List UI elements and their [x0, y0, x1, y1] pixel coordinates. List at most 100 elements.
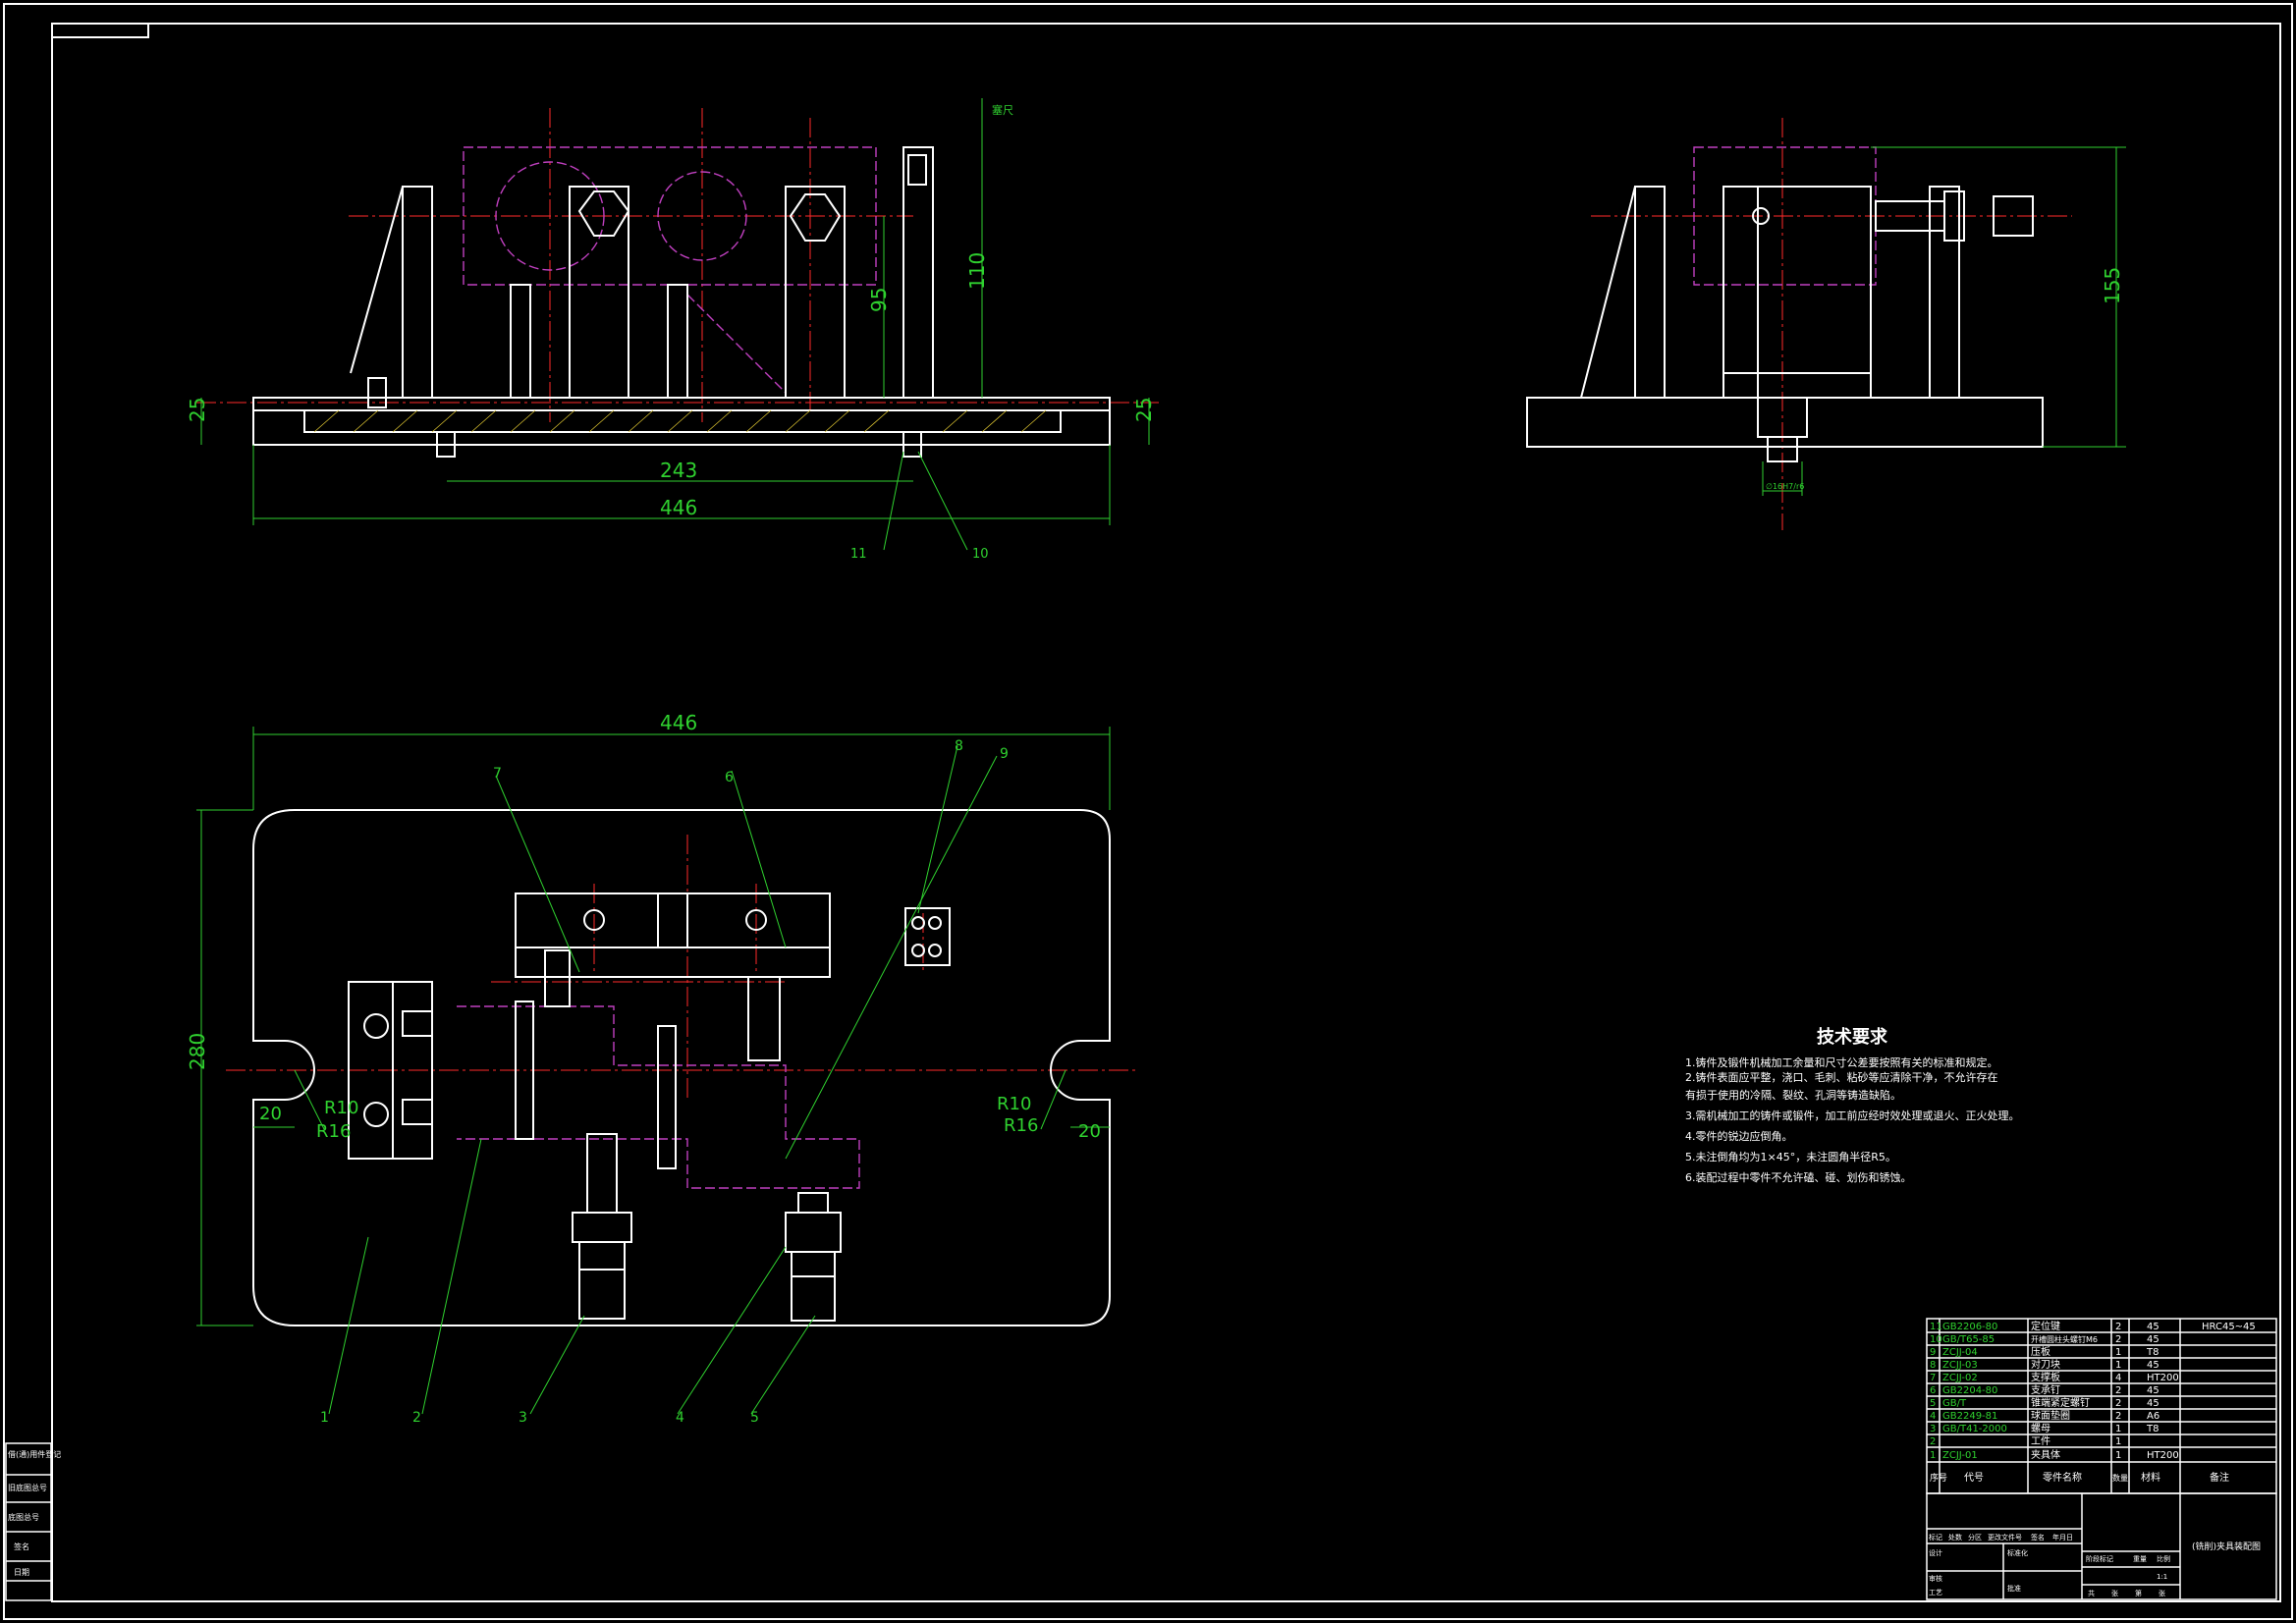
bom-material: A6 [2147, 1411, 2159, 1422]
bom-no: 11 [1930, 1322, 1942, 1332]
bom-no: 1 [1930, 1450, 1936, 1461]
bom-qty: 2 [2115, 1322, 2121, 1332]
bom-header-note: 备注 [2210, 1471, 2229, 1484]
strip-label: 底图总号 [8, 1512, 39, 1522]
bom-qty: 1 [2115, 1424, 2121, 1434]
bom-material: HT200 [2147, 1373, 2179, 1383]
bom-material: 45 [2147, 1322, 2159, 1332]
tb-label: 处数 [1948, 1533, 1962, 1542]
radius-r10-left: R10 [324, 1098, 358, 1118]
tb-label: 更改文件号 [1988, 1533, 2022, 1542]
callout-9: 9 [1000, 746, 1009, 762]
bom-header-code: 代号 [1964, 1472, 1984, 1484]
radius-r10-right: R10 [997, 1094, 1031, 1114]
bom-qty: 2 [2115, 1385, 2121, 1396]
dim-110: 110 [965, 252, 989, 290]
bom-no: 8 [1930, 1360, 1936, 1371]
bom-name: 工件 [2031, 1435, 2050, 1447]
bom-code: ZCJJ-01 [1942, 1450, 1978, 1461]
strip-label: 借(通)用件登记 [8, 1449, 61, 1459]
dim-25-left: 25 [186, 398, 209, 422]
tech-line: 2.铸件表面应平整，浇口、毛刺、粘砂等应清除干净，不允许存在 [1685, 1070, 1998, 1084]
callout-11: 11 [850, 547, 867, 562]
title-block: 标记 处数 分区 更改文件号 签名 年月日 设计 审核 工艺 标准化 批准 阶段… [1926, 1492, 2277, 1600]
bom-qty: 1 [2115, 1450, 2121, 1461]
bom-name: 锥端紧定螺钉 [2031, 1396, 2090, 1409]
bom-code: ZCJJ-02 [1942, 1373, 1978, 1383]
bom-no: 9 [1930, 1347, 1936, 1358]
bom-header-name: 零件名称 [2043, 1471, 2082, 1484]
bom-name: 支撑板 [2031, 1371, 2060, 1383]
bom-material: HT200 [2147, 1450, 2179, 1461]
bom-code: GB2204-80 [1942, 1385, 1997, 1396]
callout-4: 4 [676, 1410, 684, 1426]
strip-label: 日期 [14, 1568, 29, 1577]
tb-scale: 1:1 [2157, 1573, 2167, 1581]
bom-name: 支承钉 [2031, 1384, 2060, 1396]
bom-note: HRC45~45 [2202, 1322, 2256, 1332]
bom-code: ZCJJ-04 [1942, 1347, 1978, 1358]
bom-no: 10 [1930, 1334, 1942, 1345]
front-view: 25 25 95 110 243 446 塞尺 11 10 [186, 98, 1159, 562]
tb-label: 年月日 [2052, 1533, 2073, 1542]
tb-label: 张 [2111, 1589, 2118, 1597]
tb-label: 审核 [1929, 1574, 1942, 1583]
bom-material: 45 [2147, 1398, 2159, 1409]
tech-line: 6.装配过程中零件不允许磕、碰、划伤和锈蚀。 [1685, 1170, 1912, 1184]
bom-header-no: 序号 [1930, 1472, 1947, 1484]
dim-446: 446 [660, 496, 697, 519]
bom-no: 5 [1930, 1398, 1936, 1409]
bom-header-material: 材料 [2141, 1471, 2160, 1484]
bom-no: 6 [1930, 1385, 1936, 1396]
dim-20-left: 20 [259, 1104, 282, 1124]
bom-name: 对刀块 [2031, 1358, 2060, 1371]
bom-table: 11 GB2206-80 定位键 2 45 HRC45~45 10 GB/T65… [1926, 1318, 2277, 1494]
bom-qty: 1 [2115, 1347, 2121, 1358]
tb-label: 标准化 [2007, 1548, 2028, 1557]
bom-name: 夹具体 [2031, 1448, 2060, 1461]
tb-label: 分区 [1968, 1533, 1982, 1542]
tb-label: 工艺 [1929, 1589, 1942, 1596]
bom-name: 定位键 [2031, 1320, 2060, 1332]
side-view: 155 ∅16H7/r6 [1526, 118, 2126, 530]
bom-no: 7 [1930, 1373, 1936, 1383]
bom-no: 4 [1930, 1411, 1936, 1422]
tech-line: 3.需机械加工的铸件或锻件，加工前应经时效处理或退火、正火处理。 [1685, 1109, 2020, 1122]
bom-material: 45 [2147, 1334, 2159, 1345]
bom-qty: 1 [2115, 1360, 2121, 1371]
callout-10: 10 [972, 547, 989, 562]
left-strip: 借(通)用件登记 旧底图总号 底图总号 签名 日期 [5, 1442, 61, 1601]
strip-label: 签名 [14, 1542, 29, 1551]
bom-name: 球面垫圈 [2031, 1409, 2070, 1422]
callout-2: 2 [412, 1410, 421, 1426]
strip-label: 旧底图总号 [8, 1483, 47, 1492]
tb-label: 共 [2088, 1589, 2095, 1597]
bom-code: ZCJJ-03 [1942, 1360, 1978, 1371]
tb-label: 比例 [2157, 1554, 2170, 1563]
bom-code: GB/T41-2000 [1942, 1424, 2007, 1434]
bom-code: GB/T65-85 [1942, 1334, 1995, 1345]
dim-155: 155 [2101, 267, 2124, 304]
note-feeler: 塞尺 [992, 103, 1013, 117]
fit-note: ∅16H7/r6 [1766, 482, 1804, 491]
tb-label: 批准 [2007, 1584, 2021, 1593]
bom-qty: 2 [2115, 1334, 2121, 1345]
bom-code: GB2206-80 [1942, 1322, 1997, 1332]
tech-line: 有损于使用的冷隔、裂纹、孔洞等铸造缺陷。 [1685, 1088, 1901, 1102]
callout-7: 7 [493, 766, 502, 782]
bom-material: T8 [2146, 1347, 2159, 1358]
tech-line: 5.未注倒角均为1×45°，未注圆角半径R5。 [1685, 1150, 1896, 1163]
dim-20-right: 20 [1078, 1121, 1101, 1142]
callout-3: 3 [519, 1410, 527, 1426]
radius-r16-left: R16 [316, 1121, 351, 1142]
bom-name: 螺母 [2031, 1423, 2050, 1434]
callout-6: 6 [725, 770, 734, 785]
bom-no: 3 [1930, 1424, 1936, 1434]
tb-label: 张 [2159, 1589, 2165, 1597]
tech-line: 4.零件的锐边应倒角。 [1685, 1129, 1793, 1143]
drawing-title: (铣削)夹具装配图 [2192, 1541, 2261, 1552]
callout-5: 5 [750, 1410, 759, 1426]
bom-qty: 2 [2115, 1411, 2121, 1422]
tb-label: 重量 [2133, 1555, 2147, 1563]
